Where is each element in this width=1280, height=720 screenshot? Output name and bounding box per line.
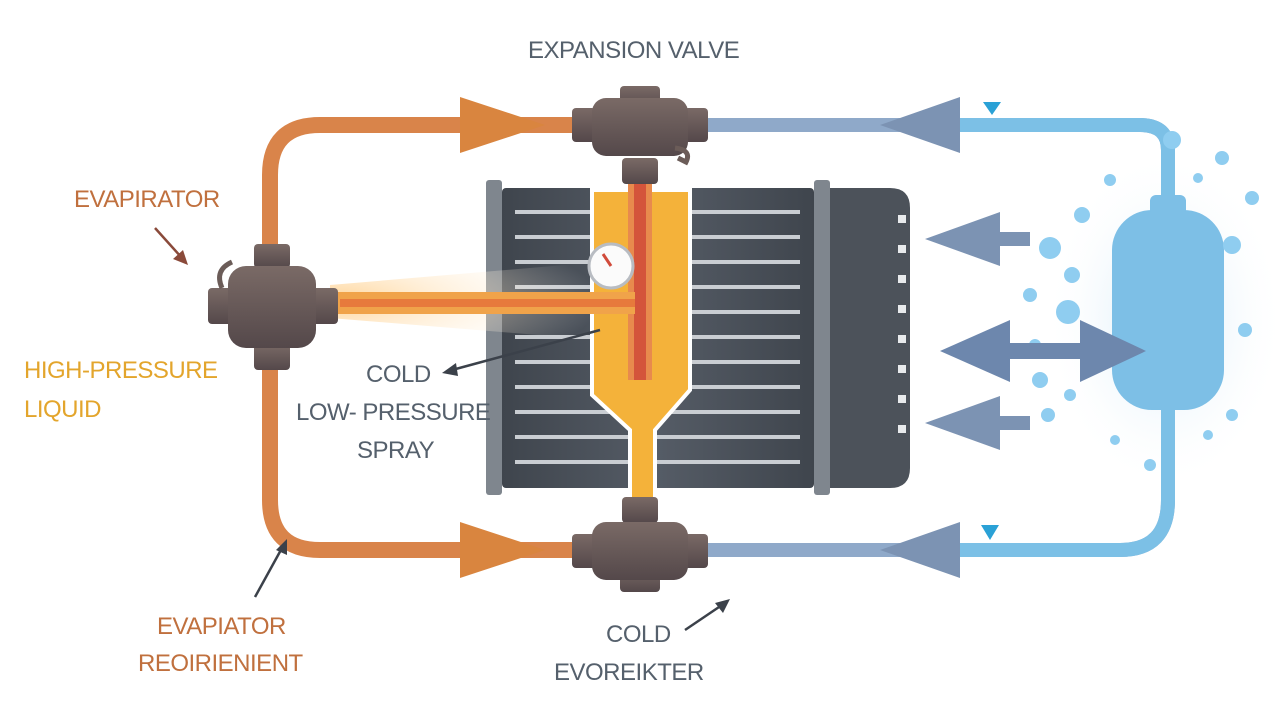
cold-label-bottom-line1: COLD [606, 621, 671, 648]
cold-spray-label-line2: LOW- PRESSURE [296, 399, 491, 426]
cool-pipe-top-light [960, 118, 1175, 200]
flow-marker-bottom [981, 525, 999, 540]
coil-end-plate-right [814, 180, 830, 495]
cold-spray-label-line3: SPRAY [357, 437, 435, 464]
pointer-evaporator-bottom [253, 547, 284, 598]
coil-end-plate-left [486, 180, 502, 495]
pointer-cold-bottom-head [715, 599, 730, 613]
pointer-evaporator-top [154, 227, 183, 259]
pointer-cold-bottom [684, 603, 723, 632]
pointer-cold-spray [451, 328, 601, 372]
cool-pipe-bottom-light [960, 400, 1175, 557]
pointer-evaporator-top-head [173, 250, 188, 265]
pointer-evaporator-bottom-head [276, 539, 287, 555]
fan-housing-vents [898, 215, 906, 433]
airflow-arrow-top [925, 212, 1030, 266]
expansion-valve-top [572, 86, 708, 184]
hot-arrow-top [460, 97, 545, 153]
evaporator-label-bottom-line2: REOIRIENIENT [138, 650, 303, 677]
cold-spray-label-line1: COLD [366, 361, 431, 388]
expansion-valve-bottom [572, 497, 708, 592]
valve-stem-tube-core [634, 180, 646, 380]
airflow-arrow-double [940, 320, 1146, 382]
high-pressure-label-line2: LIQUID [24, 396, 102, 423]
airflow-arrow-bottom [925, 396, 1030, 450]
evaporator-label-bottom-line1: EVAPIATOR [157, 613, 286, 640]
hot-arrow-bottom [460, 522, 545, 578]
evaporator-label-top: EVAPIRATOR [74, 186, 220, 213]
cool-arrow-bottom [880, 522, 960, 578]
inlet-valve-left [208, 244, 338, 370]
cold-label-bottom-line2: EVOREIKTER [554, 659, 704, 686]
receiver-tank-top [1150, 195, 1186, 217]
pointer-cold-spray-head [442, 363, 458, 376]
flow-marker-top [983, 102, 1001, 115]
spray-feed-tube-core [340, 299, 635, 307]
pressure-gauge-needle [601, 253, 613, 267]
receiver-tank [1112, 210, 1224, 410]
expansion-valve-title: EXPANSION VALVE [528, 37, 740, 64]
high-pressure-label-line1: HIGH-PRESSURE [24, 357, 218, 384]
fan-housing [830, 188, 910, 488]
cool-arrow-top [880, 97, 960, 153]
